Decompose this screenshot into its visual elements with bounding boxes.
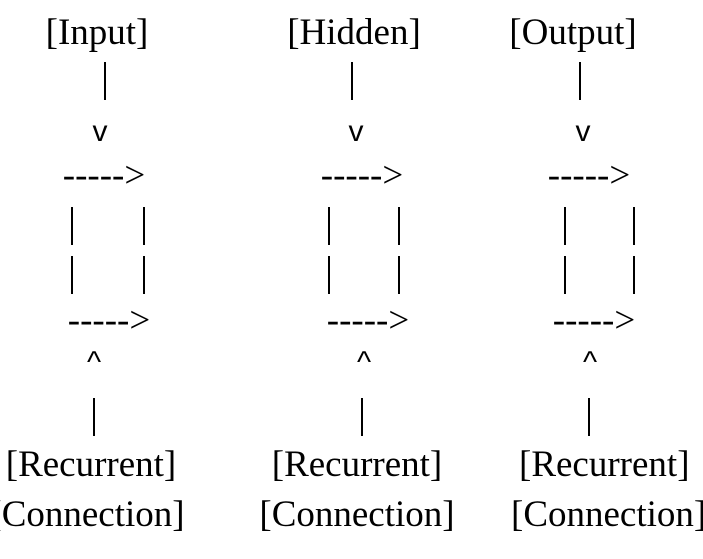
input-label: [Input] <box>45 12 149 53</box>
input-down-arrow: v <box>92 115 108 148</box>
input-box-left-lower <box>71 256 73 294</box>
hidden-recurrent-label: [Recurrent] <box>271 444 443 485</box>
hidden-connector-bottom <box>361 398 363 436</box>
hidden-label: [Hidden] <box>287 12 421 53</box>
output-bottom-flow-arrow: -----> <box>552 300 636 341</box>
output-recurrent-label: [Recurrent] <box>519 444 690 485</box>
input-connection-label: [Connection] <box>0 494 185 535</box>
input-bottom-flow-arrow: -----> <box>67 300 151 341</box>
output-label: [Output] <box>509 12 637 53</box>
input-connector-bottom <box>93 398 95 436</box>
input-recurrent-label: [Recurrent] <box>5 444 177 485</box>
hidden-top-flow-arrow: -----> <box>320 155 404 196</box>
hidden-down-arrow: v <box>348 115 364 148</box>
output-box-left-lower <box>564 256 566 294</box>
output-connector-bottom <box>588 398 590 436</box>
input-box-right-lower <box>143 256 145 294</box>
input-top-flow-arrow: -----> <box>62 155 146 196</box>
output-down-arrow: v <box>575 115 591 148</box>
input-up-arrow: ^ <box>86 346 102 379</box>
output-box-left-upper <box>564 207 566 245</box>
output-top-flow-arrow: -----> <box>547 155 631 196</box>
output-box-right-lower <box>633 256 635 294</box>
input-connector-top <box>104 62 106 100</box>
output-connection-label: [Connection] <box>511 494 703 535</box>
output-box-right-upper <box>633 207 635 245</box>
hidden-box-right-lower <box>398 256 400 294</box>
hidden-bottom-flow-arrow: -----> <box>326 300 410 341</box>
hidden-box-right-upper <box>398 207 400 245</box>
hidden-box-left-upper <box>328 207 330 245</box>
hidden-connection-label: [Connection] <box>259 494 455 535</box>
input-box-left-upper <box>71 207 73 245</box>
hidden-up-arrow: ^ <box>356 346 372 379</box>
hidden-box-left-lower <box>328 256 330 294</box>
hidden-connector-top <box>351 62 353 100</box>
output-connector-top <box>579 62 581 100</box>
output-up-arrow: ^ <box>582 346 598 379</box>
input-box-right-upper <box>143 207 145 245</box>
